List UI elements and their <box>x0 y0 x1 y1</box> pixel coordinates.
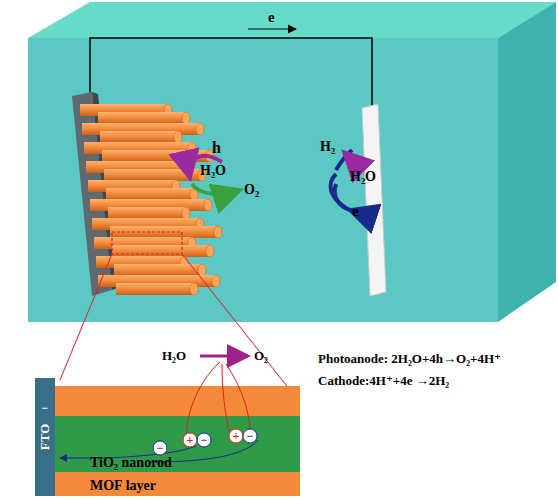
nanorod-end <box>190 283 198 295</box>
charge-sign: − <box>247 430 254 442</box>
charge-sign: − <box>42 402 49 414</box>
nanorod <box>98 112 186 124</box>
nanorod-end <box>174 131 182 143</box>
species-label: H₂O <box>350 170 376 184</box>
charge-sign: − <box>157 442 164 454</box>
equation: Photoanode: 2H₂O+4h→O₂+4H⁺ <box>318 352 501 365</box>
species-label: H₂O <box>162 349 186 362</box>
nanorod-end <box>214 226 222 238</box>
charge-sign: + <box>233 430 240 442</box>
nanorod <box>106 188 194 200</box>
nanorod-end <box>206 245 214 257</box>
species-label: H₂ <box>320 140 335 154</box>
nanorod <box>112 245 210 257</box>
species-label: O₂ <box>244 183 259 197</box>
charge-sign: − <box>201 434 208 446</box>
species-label: e <box>268 10 275 25</box>
fto-layer: FTO <box>35 378 55 496</box>
nanorod <box>116 283 194 295</box>
species-label: O₂ <box>254 349 268 362</box>
band-label: TiO₂ nanorod <box>90 455 172 471</box>
species-label: H₂O <box>200 164 226 178</box>
band-label: FTO <box>37 424 53 451</box>
species-label: h <box>212 140 221 156</box>
nanorod-end <box>212 275 220 287</box>
tio2-band: TiO₂ nanorod <box>90 454 230 472</box>
nanorod-end <box>182 112 190 124</box>
nanorod-end <box>198 264 206 276</box>
nanorod-end <box>204 199 212 211</box>
nanorod <box>104 169 202 181</box>
nanorod <box>108 207 186 219</box>
charge-sign: + <box>187 434 194 446</box>
equation: Cathode:4H⁺+4e →2H₂ <box>318 374 449 387</box>
mof-band: MOF layer <box>90 477 200 495</box>
nanorod <box>114 264 202 276</box>
nanorod <box>100 131 178 143</box>
nanorod-end <box>182 207 190 219</box>
species-label: e <box>352 204 359 219</box>
band-label: MOF layer <box>90 478 156 494</box>
nanorod-end <box>196 123 204 135</box>
